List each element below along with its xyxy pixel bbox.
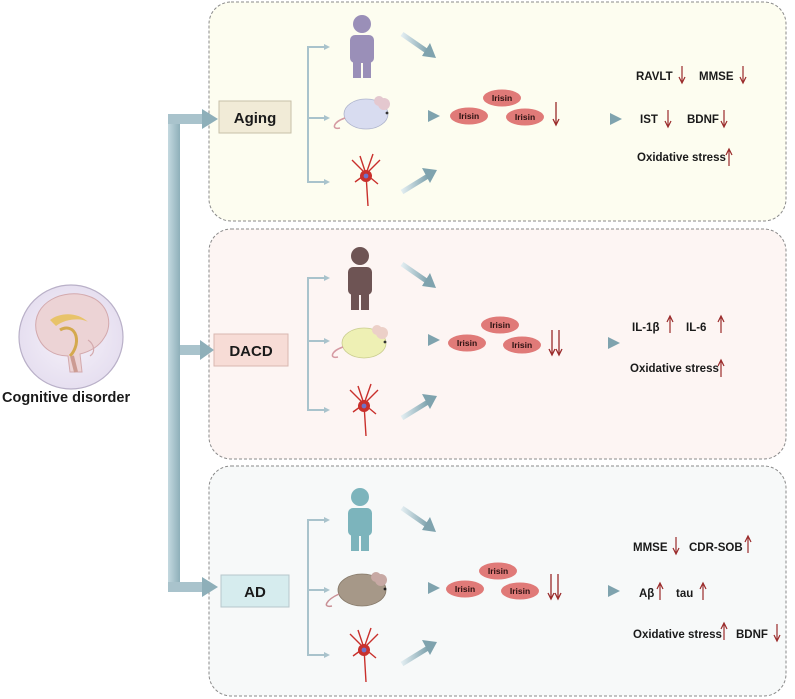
mouse-icon bbox=[325, 572, 387, 608]
ad-contents: Irisin Irisin Irisin MMSE CDR-SOB Aβ tau… bbox=[307, 488, 781, 683]
decrease-indicator bbox=[672, 537, 680, 556]
neuron-icon bbox=[349, 627, 379, 683]
outcome-label: tau bbox=[676, 588, 693, 600]
outcome-label: CDR-SOB bbox=[689, 542, 743, 554]
irisin-cluster: Irisin Irisin Irisin bbox=[448, 316, 541, 354]
irisin-label: Irisin bbox=[510, 586, 530, 596]
irisin-label: Irisin bbox=[512, 340, 532, 350]
model-branches bbox=[307, 275, 330, 413]
tag-aging: Aging bbox=[218, 100, 292, 134]
trunk-connector bbox=[168, 109, 218, 597]
model-branches bbox=[307, 44, 330, 185]
tag-dacd: DACD bbox=[213, 333, 289, 367]
irisin-decrease-arrow bbox=[552, 102, 560, 127]
human-icon bbox=[350, 15, 374, 78]
outcome-label: IL-6 bbox=[686, 322, 706, 334]
decrease-indicator bbox=[664, 110, 672, 129]
converging-arrows bbox=[400, 261, 440, 421]
outcome-label: BDNF bbox=[687, 114, 719, 126]
converging-arrows bbox=[400, 505, 440, 667]
outcome-label: MMSE bbox=[699, 71, 734, 83]
neuron-icon bbox=[351, 153, 381, 207]
outcomes: RAVLT MMSE IST BDNF Oxidative stress bbox=[636, 66, 747, 166]
irisin-label: Irisin bbox=[457, 338, 477, 348]
tag-dacd-label: DACD bbox=[229, 343, 272, 360]
human-icon bbox=[348, 247, 372, 310]
irisin-label: Irisin bbox=[488, 566, 508, 576]
converging-arrows bbox=[400, 31, 440, 195]
outcome-label: MMSE bbox=[633, 542, 668, 554]
irisin-cluster: Irisin Irisin Irisin bbox=[446, 562, 539, 600]
panel-aging bbox=[208, 1, 787, 222]
irisin-label: Irisin bbox=[490, 320, 510, 330]
panel-ad bbox=[208, 465, 787, 697]
neuron-icon bbox=[349, 383, 379, 437]
increase-indicator bbox=[666, 314, 674, 333]
decrease-indicator bbox=[678, 66, 686, 85]
increase-indicator bbox=[717, 314, 725, 333]
irisin-label: Irisin bbox=[492, 93, 512, 103]
increase-indicator bbox=[744, 534, 752, 553]
outcomes: IL-1β IL-6 Oxidative stress bbox=[630, 314, 725, 377]
panel-dacd bbox=[208, 228, 787, 460]
outcome-label: RAVLT bbox=[636, 71, 673, 83]
mouse-icon bbox=[331, 325, 388, 359]
model-branches bbox=[307, 517, 330, 658]
increase-indicator bbox=[656, 581, 664, 600]
decrease-indicator bbox=[720, 110, 728, 129]
increase-indicator bbox=[699, 581, 707, 600]
outcome-arrow bbox=[586, 113, 622, 125]
irisin-double-decrease-arrow bbox=[548, 330, 563, 357]
outcome-label: BDNF bbox=[736, 629, 768, 641]
aging-contents: Irisin Irisin Irisin RAVLT MMSE IST BDNF… bbox=[307, 15, 747, 207]
irisin-cluster: Irisin Irisin Irisin bbox=[450, 89, 544, 126]
brain-icon bbox=[18, 284, 124, 390]
outcome-arrow bbox=[584, 337, 620, 349]
outcome-label: Oxidative stress bbox=[630, 363, 719, 375]
outcome-label: Oxidative stress bbox=[637, 152, 726, 164]
outcome-arrow bbox=[584, 585, 620, 597]
outcome-label: Oxidative stress bbox=[633, 629, 722, 641]
increase-indicator bbox=[717, 358, 725, 377]
irisin-double-decrease-arrow bbox=[547, 574, 562, 601]
irisin-label: Irisin bbox=[455, 584, 475, 594]
human-icon bbox=[348, 488, 372, 551]
irisin-label: Irisin bbox=[515, 112, 535, 122]
root-label: Cognitive disorder bbox=[2, 390, 130, 406]
decrease-indicator bbox=[773, 624, 781, 643]
decrease-indicator bbox=[739, 66, 747, 85]
increase-indicator bbox=[725, 147, 733, 166]
dacd-contents: Irisin Irisin Irisin IL-1β IL-6 Oxidativ… bbox=[307, 247, 725, 437]
mouse-icon bbox=[333, 96, 390, 130]
outcome-label: IST bbox=[640, 114, 658, 126]
increase-indicator bbox=[720, 621, 728, 640]
tag-aging-label: Aging bbox=[234, 110, 277, 127]
outcomes: MMSE CDR-SOB Aβ tau Oxidative stress BDN… bbox=[633, 534, 781, 643]
outcome-label: IL-1β bbox=[632, 322, 659, 334]
tag-ad: AD bbox=[220, 574, 290, 608]
irisin-label: Irisin bbox=[459, 111, 479, 121]
outcome-label: Aβ bbox=[639, 588, 654, 600]
tag-ad-label: AD bbox=[244, 584, 266, 601]
